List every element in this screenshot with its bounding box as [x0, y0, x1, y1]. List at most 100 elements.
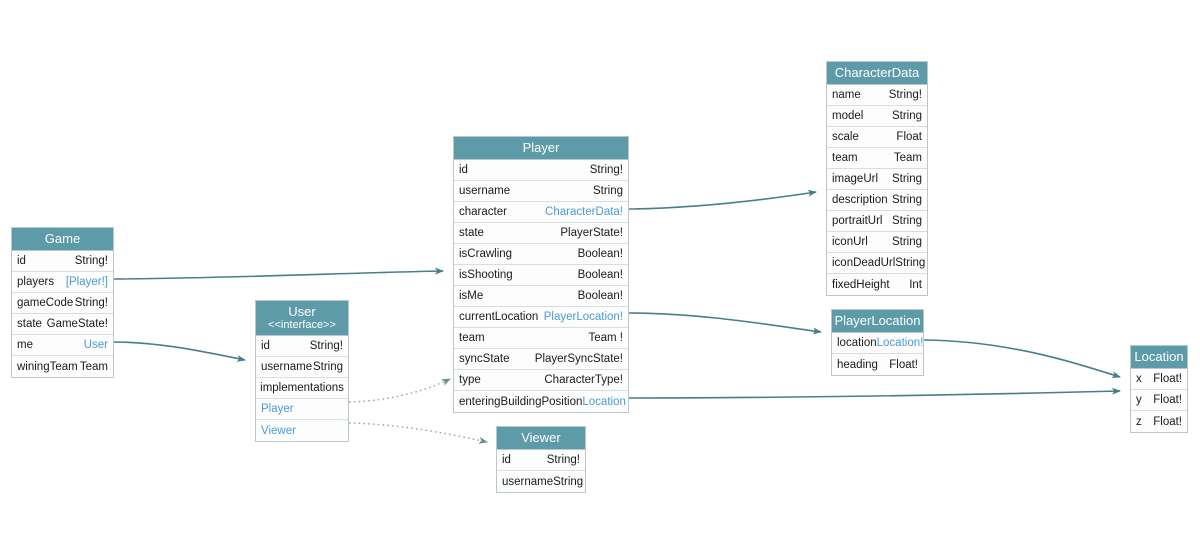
field-row[interactable]: players [Player!] [12, 272, 113, 293]
field-row[interactable]: id String! [454, 160, 628, 181]
field-name: iconDeadUrl [832, 257, 896, 269]
field-type[interactable]: User [83, 339, 108, 351]
field-type: PlayerSyncState! [534, 353, 623, 365]
field-row[interactable]: iconUrl String [827, 232, 927, 253]
field-row[interactable]: gameCode String! [12, 293, 113, 314]
class-box-viewer[interactable]: Viewer id String! username String [496, 426, 586, 493]
field-type: String! [74, 297, 108, 309]
field-type: Team [893, 152, 922, 164]
class-box-player[interactable]: Player id String! username String charac… [453, 136, 629, 413]
implementation-name: Player [261, 403, 294, 415]
field-type: String! [589, 164, 623, 176]
field-name: currentLocation [459, 311, 539, 323]
field-row[interactable]: currentLocation PlayerLocation! [454, 307, 628, 328]
field-row[interactable]: me User [12, 335, 113, 356]
field-row[interactable]: imageUrl String [827, 169, 927, 190]
field-row[interactable]: state PlayerState! [454, 223, 628, 244]
field-row[interactable]: portraitUrl String [827, 211, 927, 232]
class-name-text: User [288, 304, 316, 319]
field-row[interactable]: character CharacterData! [454, 202, 628, 223]
class-box-playerlocation[interactable]: PlayerLocation location Location! headin… [831, 309, 924, 376]
field-row[interactable]: enteringBuildingPosition Location [454, 391, 628, 412]
field-name: imageUrl [832, 173, 879, 185]
class-title-player: Player [454, 137, 628, 160]
field-type: String! [888, 89, 922, 101]
field-name: id [17, 255, 26, 267]
field-type[interactable]: [Player!] [65, 276, 108, 288]
field-type: Int [909, 278, 922, 291]
field-type[interactable]: Location [582, 395, 626, 408]
field-name: enteringBuildingPosition [459, 395, 583, 408]
edge-playerlocation-location-to-location [923, 339, 1121, 378]
field-name: portraitUrl [832, 215, 883, 227]
field-type: String [895, 257, 926, 269]
class-box-location[interactable]: Location x Float! y Float! z Float! [1130, 345, 1188, 433]
field-type: PlayerState! [560, 227, 623, 239]
class-box-game[interactable]: Game id String! players [Player!] gameCo… [11, 227, 114, 378]
class-box-characterdata[interactable]: CharacterData name String! model String … [826, 61, 928, 296]
field-name: username [261, 361, 313, 373]
field-row[interactable]: id String! [256, 336, 348, 357]
field-type: String [891, 110, 922, 122]
implementations-section-label: implementations [256, 378, 348, 399]
implementation-item-player[interactable]: Player [256, 399, 348, 420]
field-row[interactable]: id String! [497, 450, 585, 471]
field-type: Boolean! [577, 269, 623, 281]
field-row[interactable]: iconDeadUrl String [827, 253, 927, 274]
field-name: id [502, 454, 511, 466]
class-box-user[interactable]: User <<interface>> id String! username S… [255, 300, 349, 442]
field-row[interactable]: description String [827, 190, 927, 211]
field-name: username [459, 185, 511, 197]
edge-player-character-to-characterdata [628, 189, 817, 210]
field-row[interactable]: type CharacterType! [454, 370, 628, 391]
field-type: Float! [1153, 394, 1182, 406]
field-row[interactable]: name String! [827, 85, 927, 106]
field-row[interactable]: state GameState! [12, 314, 113, 335]
field-name: isCrawling [459, 248, 513, 260]
field-name: isShooting [459, 269, 513, 281]
field-row[interactable]: syncState PlayerSyncState! [454, 349, 628, 370]
field-name: state [459, 227, 484, 239]
field-row[interactable]: winingTeam Team [12, 356, 113, 377]
field-type[interactable]: CharacterData! [545, 206, 623, 218]
field-type: GameState! [46, 318, 108, 330]
field-type: Team [79, 360, 108, 373]
field-row[interactable]: y Float! [1131, 390, 1187, 411]
field-name: scale [832, 131, 859, 143]
field-row[interactable]: id String! [12, 251, 113, 272]
field-row[interactable]: username String [497, 471, 585, 492]
field-name: isMe [459, 290, 484, 302]
field-type: Team ! [588, 332, 623, 344]
field-type[interactable]: PlayerLocation! [543, 311, 623, 323]
implementation-item-viewer[interactable]: Viewer [256, 420, 348, 441]
field-row[interactable]: username String [256, 357, 348, 378]
field-row[interactable]: z Float! [1131, 411, 1187, 432]
field-type: String! [74, 255, 108, 267]
field-type: CharacterType! [544, 374, 623, 386]
field-row[interactable]: isCrawling Boolean! [454, 244, 628, 265]
field-name: z [1136, 415, 1142, 428]
field-row[interactable]: model String [827, 106, 927, 127]
field-row[interactable]: fixedHeight Int [827, 274, 927, 295]
class-title-location: Location [1131, 346, 1187, 369]
field-row[interactable]: x Float! [1131, 369, 1187, 390]
field-name: players [17, 276, 55, 288]
implementation-name: Viewer [261, 424, 296, 437]
class-title-user: User <<interface>> [256, 301, 348, 336]
field-row[interactable]: isShooting Boolean! [454, 265, 628, 286]
field-row[interactable]: username String [454, 181, 628, 202]
field-row[interactable]: team Team [827, 148, 927, 169]
field-type: Float! [1153, 415, 1182, 428]
field-type: String [553, 475, 584, 488]
field-row[interactable]: isMe Boolean! [454, 286, 628, 307]
field-row[interactable]: scale Float [827, 127, 927, 148]
field-name: location [837, 337, 877, 349]
field-name: id [459, 164, 468, 176]
field-name: me [17, 339, 33, 351]
field-type[interactable]: Location! [876, 337, 924, 349]
field-row[interactable]: location Location! [832, 333, 923, 354]
field-row[interactable]: heading Float! [832, 354, 923, 375]
field-name: model [832, 110, 864, 122]
field-row[interactable]: team Team ! [454, 328, 628, 349]
field-name: team [832, 152, 858, 164]
